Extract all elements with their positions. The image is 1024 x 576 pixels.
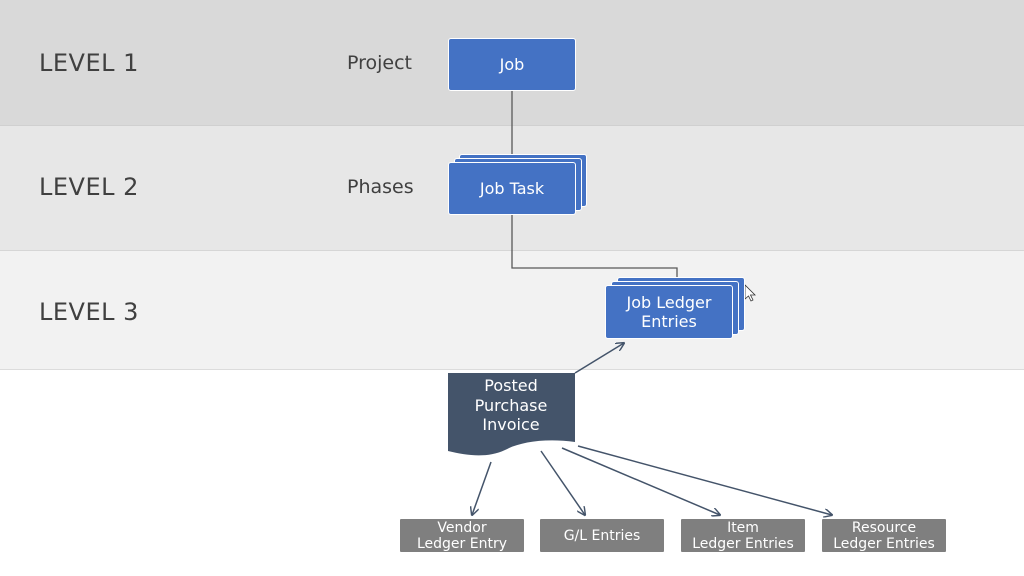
job-task-box: Job Task — [448, 162, 576, 215]
job-ledger-entries-line-1: Job Ledger — [626, 293, 712, 312]
vendor-ledger-line-1: Vendor — [437, 519, 487, 536]
connector-task-to-ledger — [511, 214, 678, 280]
arrow-to-vendor-ledger — [472, 461, 492, 515]
vendor-ledger-line-2: Ledger Entry — [416, 535, 507, 552]
arrow-to-item-ledger — [561, 447, 720, 515]
arrow-to-gl-entries — [540, 450, 585, 515]
document-line-2: Purchase — [474, 395, 548, 415]
item-ledger-entries-box: Item Ledger Entries — [680, 518, 806, 553]
level-3-label: LEVEL 3 — [39, 298, 139, 326]
resource-ledger-line-1: Resource — [851, 519, 917, 536]
gl-entries-box: G/L Entries — [539, 518, 665, 553]
job-box: Job — [448, 38, 576, 91]
level-2-label: LEVEL 2 — [39, 173, 139, 201]
item-ledger-line-2: Ledger Entries — [692, 535, 794, 552]
resource-ledger-entries-box: Resource Ledger Entries — [821, 518, 947, 553]
job-ledger-entries-box: Job Ledger Entries — [605, 285, 733, 339]
resource-ledger-line-2: Ledger Entries — [833, 535, 935, 552]
phases-label: Phases — [347, 176, 414, 198]
document-line-1: Posted — [484, 376, 538, 395]
arrow-to-job-ledger — [574, 343, 624, 374]
item-ledger-line-1: Item — [727, 519, 759, 536]
arrow-to-resource-ledger — [577, 445, 832, 515]
gl-entries-label: G/L Entries — [563, 527, 641, 544]
document-line-3: Invoice — [482, 415, 540, 434]
job-ledger-entries-line-2: Entries — [641, 312, 697, 331]
posted-purchase-invoice-shape — [448, 373, 575, 456]
posted-purchase-invoice-label: Posted Purchase Invoice — [448, 376, 574, 435]
vendor-ledger-entry-box: Vendor Ledger Entry — [399, 518, 525, 553]
level-1-label: LEVEL 1 — [39, 49, 139, 77]
level-3-band — [0, 250, 1024, 370]
mouse-cursor-icon — [744, 284, 756, 302]
project-label: Project — [347, 52, 413, 74]
